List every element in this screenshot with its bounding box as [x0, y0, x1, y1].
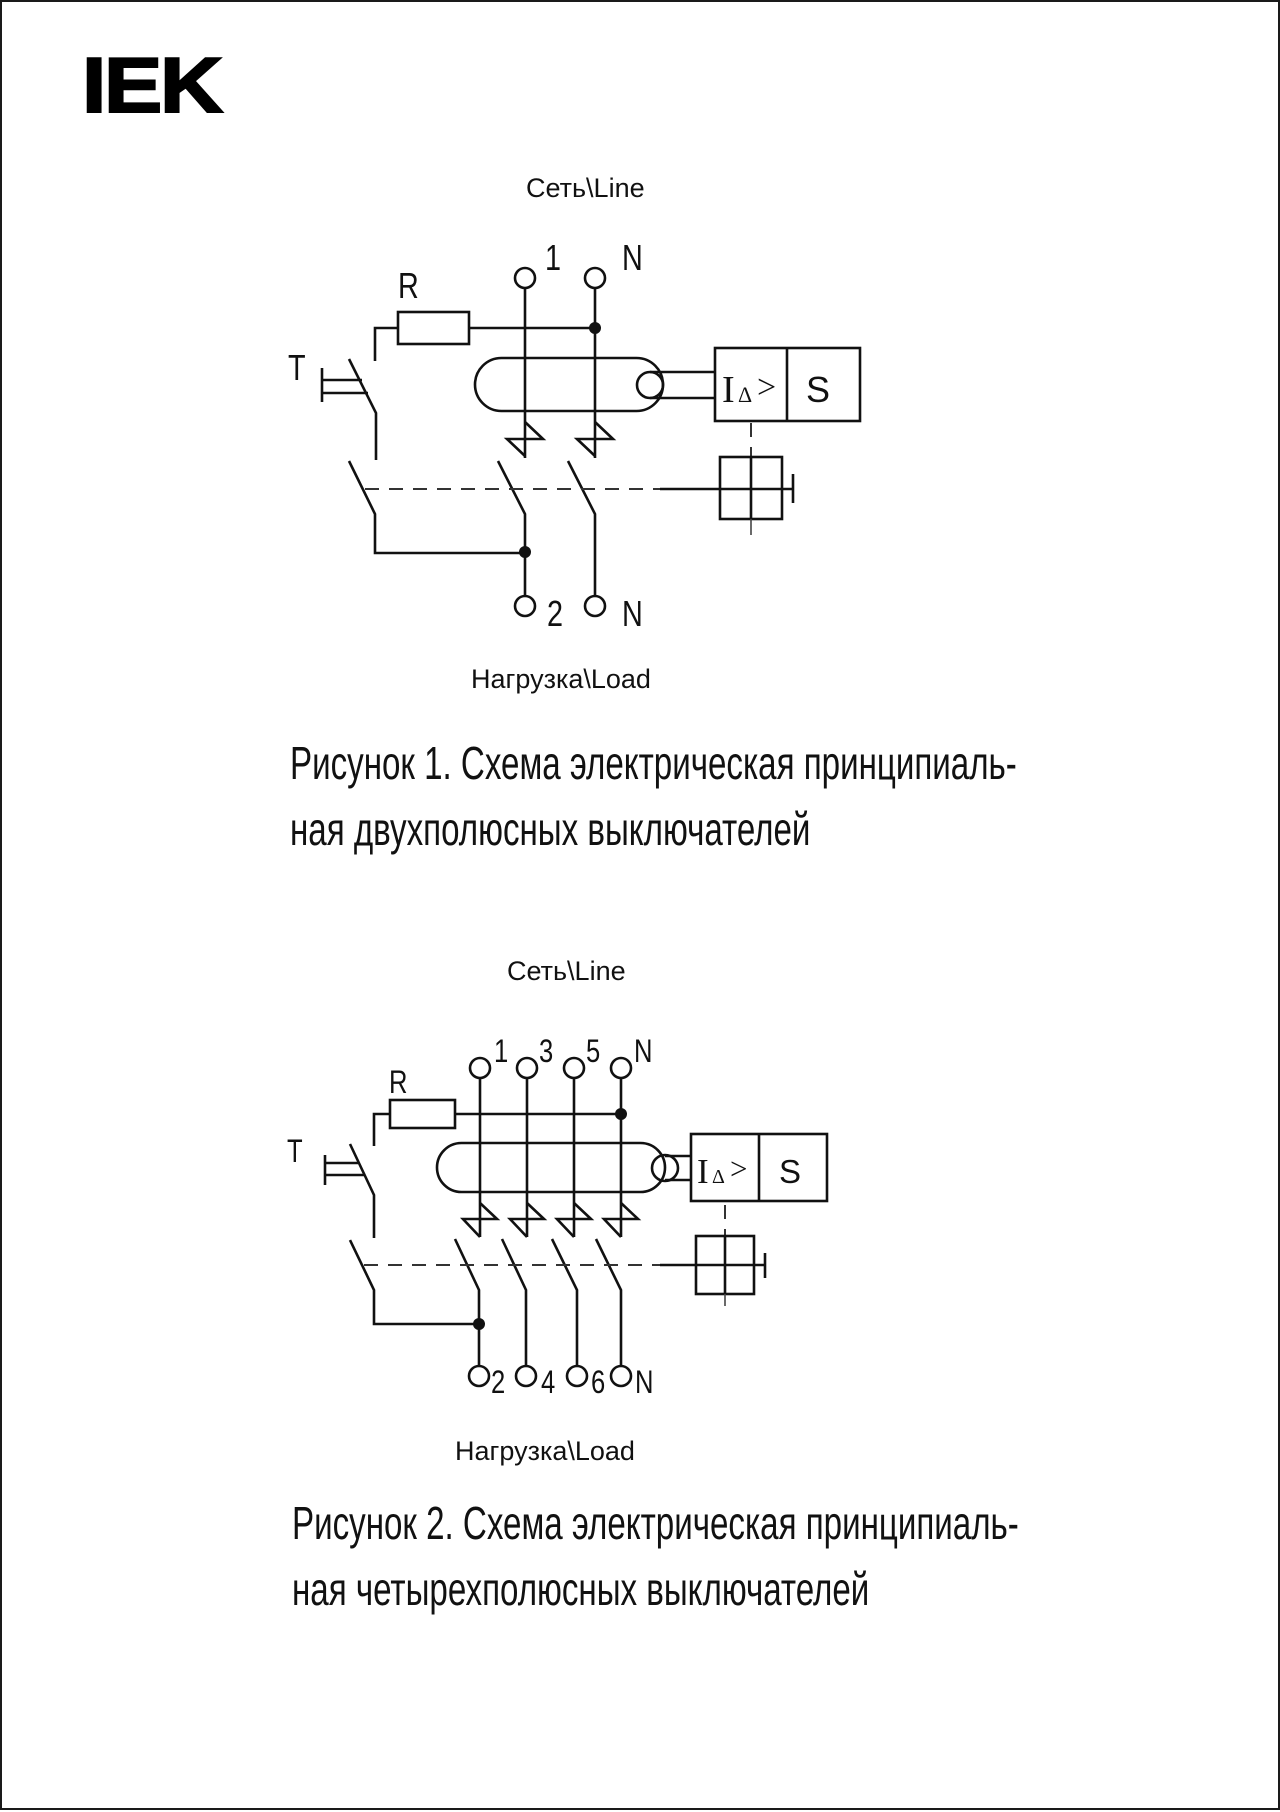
fig1-caption-line: Рисунок 1. Схема электрическая принципиа…: [290, 737, 1017, 789]
terminal-circle: [562, 1056, 586, 1080]
terminal-circle: [513, 594, 537, 618]
bottom-terminals: [467, 1364, 633, 1388]
resistor-left-wire: [372, 1112, 390, 1146]
junction-dot: [519, 546, 531, 558]
test-switch-blade: [347, 358, 378, 460]
relay-delta-label: Δ: [738, 382, 752, 407]
main-contact-1: [496, 460, 527, 596]
main-contact-n: [566, 460, 597, 596]
main-contact-1: [453, 1238, 481, 1366]
resistor-symbol: [388, 1098, 457, 1130]
resistor-left-wire: [373, 326, 398, 361]
top-terminals: [468, 1056, 633, 1080]
relay-gt-label: >: [730, 1151, 747, 1186]
fig1-load-label: Нагрузка\Load: [471, 664, 651, 694]
fig2-terminal-top-label: 3: [539, 1033, 554, 1069]
current-transformer-toroid: [435, 1141, 667, 1194]
relay-i-label: I: [697, 1152, 709, 1191]
terminal-circle: [514, 1364, 538, 1388]
trip-release-icon: [600, 1202, 642, 1238]
test-return-wire: [347, 460, 525, 555]
fig1-terminal-bottom-label: N: [622, 593, 643, 634]
fig1-resistor-label: R: [398, 265, 419, 306]
relay-s-label: S: [806, 369, 830, 410]
main-contact-5: [550, 1238, 579, 1366]
relay-i-label: I: [722, 369, 735, 411]
main-contact-n: [594, 1238, 623, 1366]
fig1-terminal-top-label: 1: [545, 237, 562, 278]
fig2-terminal-top-label: 5: [586, 1033, 601, 1069]
terminal-circle: [583, 594, 607, 618]
fig1-test-button-label: T: [288, 347, 306, 388]
fig2-caption: Рисунок 2. Схема электрическая принципиа…: [292, 1490, 1019, 1622]
trip-release-icon: [459, 1202, 501, 1238]
terminal-circle: [565, 1364, 589, 1388]
iek-logo: IEK: [81, 41, 224, 129]
fig1-caption-line: ная двухполюсных выключателей: [290, 803, 811, 855]
fig2-resistor-label: R: [389, 1064, 408, 1100]
fig2-terminal-bottom-label: 4: [541, 1364, 556, 1400]
fig1-line-label: Сеть\Line: [526, 173, 645, 203]
terminal-circle: [515, 1056, 539, 1080]
relay-delta-label: Δ: [712, 1166, 725, 1188]
fig1-caption: Рисунок 1. Схема электрическая принципиа…: [290, 730, 1017, 862]
fig2-load-label: Нагрузка\Load: [455, 1436, 635, 1466]
junction-dot: [473, 1318, 485, 1330]
fig2-caption-line: Рисунок 2. Схема электрическая принципиа…: [292, 1497, 1019, 1549]
terminal-circle: [609, 1364, 633, 1388]
trip-release-icon: [553, 1202, 595, 1238]
fig2-terminal-top-label: 1: [494, 1033, 509, 1069]
fig2-caption-line: ная четырехполюсных выключателей: [292, 1563, 870, 1615]
test-return-wire: [348, 1239, 479, 1326]
trip-release-icon: [573, 421, 617, 457]
fig2-test-button-label: T: [287, 1133, 303, 1169]
fig2-terminal-bottom-label: N: [635, 1364, 654, 1400]
fig2-terminal-top-label: N: [634, 1033, 653, 1069]
test-switch-blade: [348, 1143, 376, 1238]
relay-gt-label: >: [757, 369, 776, 406]
trip-release-icon: [506, 1202, 548, 1238]
fig1-terminal-top-label: N: [622, 237, 643, 278]
terminal-circle: [467, 1364, 491, 1388]
terminal-circle: [468, 1056, 492, 1080]
fig1-terminal-bottom-label: 2: [547, 593, 564, 634]
terminal-circle: [609, 1056, 633, 1080]
relay-s-label: S: [779, 1153, 801, 1190]
trip-release-icon: [503, 421, 547, 457]
fig2-line-label: Сеть\Line: [507, 956, 626, 986]
fig2-terminal-bottom-label: 6: [591, 1364, 606, 1400]
main-contact-3: [500, 1238, 528, 1366]
fig2-terminal-bottom-label: 2: [491, 1364, 506, 1400]
